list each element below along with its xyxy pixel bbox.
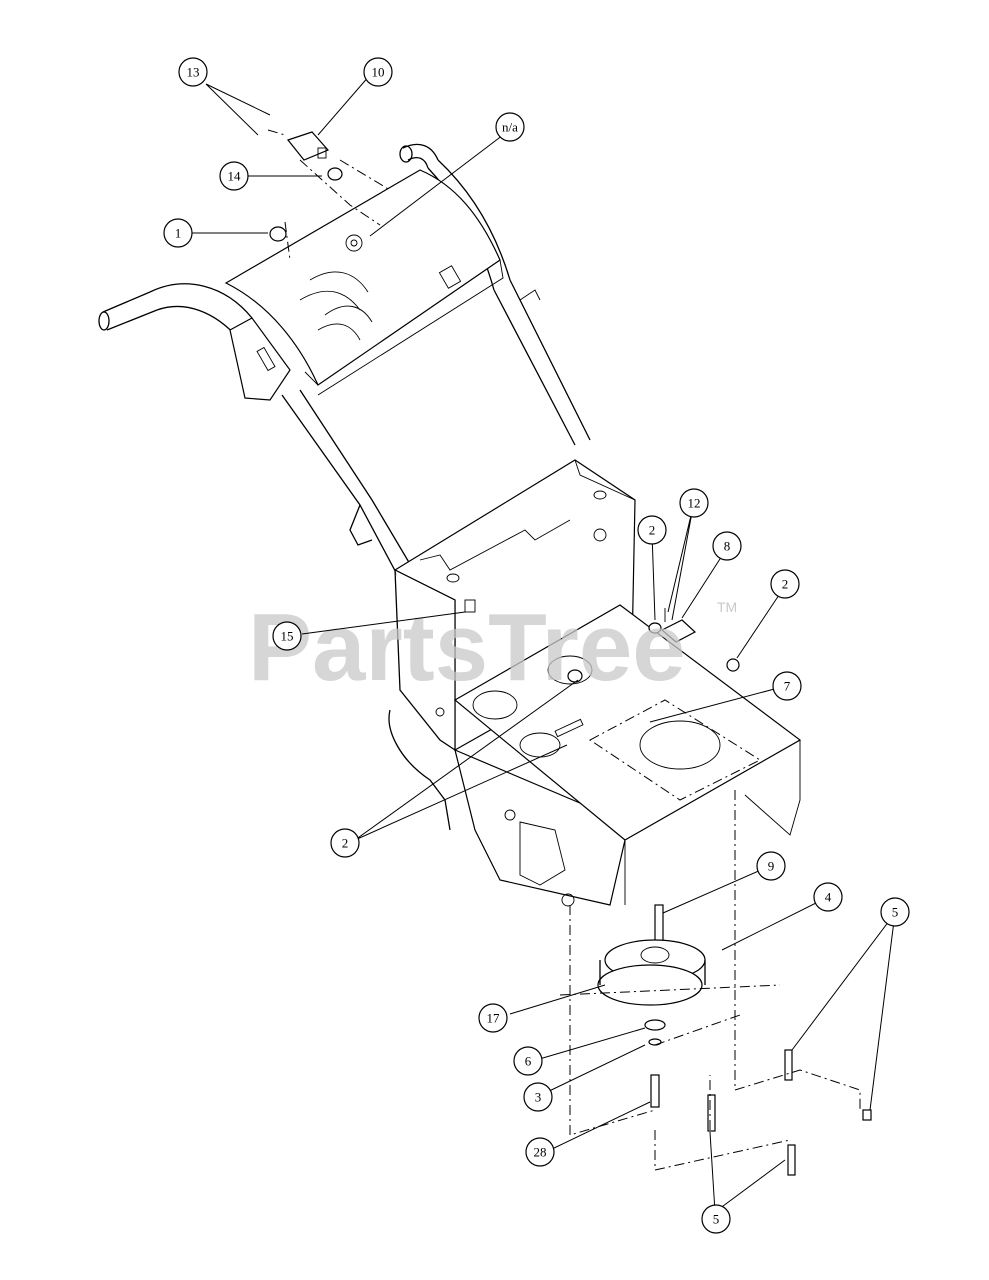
callout-6-label: 6	[525, 1054, 532, 1069]
callout-7-label: 7	[784, 679, 791, 694]
callout-13-label: 13	[187, 65, 200, 80]
callout-1-label: 1	[175, 226, 182, 241]
callout-2-right-label: 2	[782, 577, 789, 592]
callout-5-bottom-label: 5	[713, 1212, 720, 1227]
callout-28-label: 28	[534, 1145, 547, 1160]
callout-6: 6	[513, 1046, 543, 1076]
callout-14: 14	[219, 161, 249, 191]
callout-28: 28	[525, 1137, 555, 1167]
callout-1: 1	[163, 218, 193, 248]
callout-12-label: 12	[688, 496, 701, 511]
callout-17-label: 17	[487, 1011, 501, 1026]
callout-2-lower: 2	[330, 828, 360, 858]
handle-assembly	[98, 143, 591, 656]
callout-5-right-label: 5	[892, 905, 899, 920]
callout-12: 12	[679, 488, 709, 518]
callout-7: 7	[772, 671, 802, 701]
callout-10-label: 10	[372, 65, 385, 80]
callout-5-right: 5	[880, 897, 910, 927]
callout-8: 8	[712, 531, 742, 561]
callout-17: 17	[478, 1003, 508, 1033]
callout-na-label: n/a	[502, 120, 518, 135]
callout-15: 15	[272, 621, 302, 651]
callout-9-label: 9	[768, 859, 775, 874]
right-hardware	[567, 608, 740, 683]
callout-10: 10	[363, 57, 393, 87]
callout-8-label: 8	[724, 539, 731, 554]
callout-15-label: 15	[281, 629, 294, 644]
callout-2-switch-label: 2	[649, 523, 656, 538]
callout-2-lower-label: 2	[342, 836, 349, 851]
callout-2-right: 2	[770, 569, 800, 599]
callout-4-label: 4	[825, 890, 832, 905]
watermark: PartsTree TM	[248, 594, 737, 701]
callout-9: 9	[756, 851, 786, 881]
pulley-assembly	[559, 790, 872, 1176]
watermark-trademark: TM	[717, 599, 737, 615]
watermark-text: PartsTree	[248, 594, 686, 701]
callout-na: n/a	[495, 112, 525, 142]
callout-2-switch: 2	[637, 515, 667, 545]
callout-13: 13	[178, 57, 208, 87]
small-parts	[267, 129, 391, 261]
callout-3-label: 3	[535, 1090, 542, 1105]
callout-4: 4	[813, 882, 843, 912]
callout-14-label: 14	[228, 169, 242, 184]
leader-lines	[192, 74, 896, 1213]
callout-3: 3	[523, 1082, 553, 1112]
callout-5-bottom: 5	[701, 1204, 731, 1234]
